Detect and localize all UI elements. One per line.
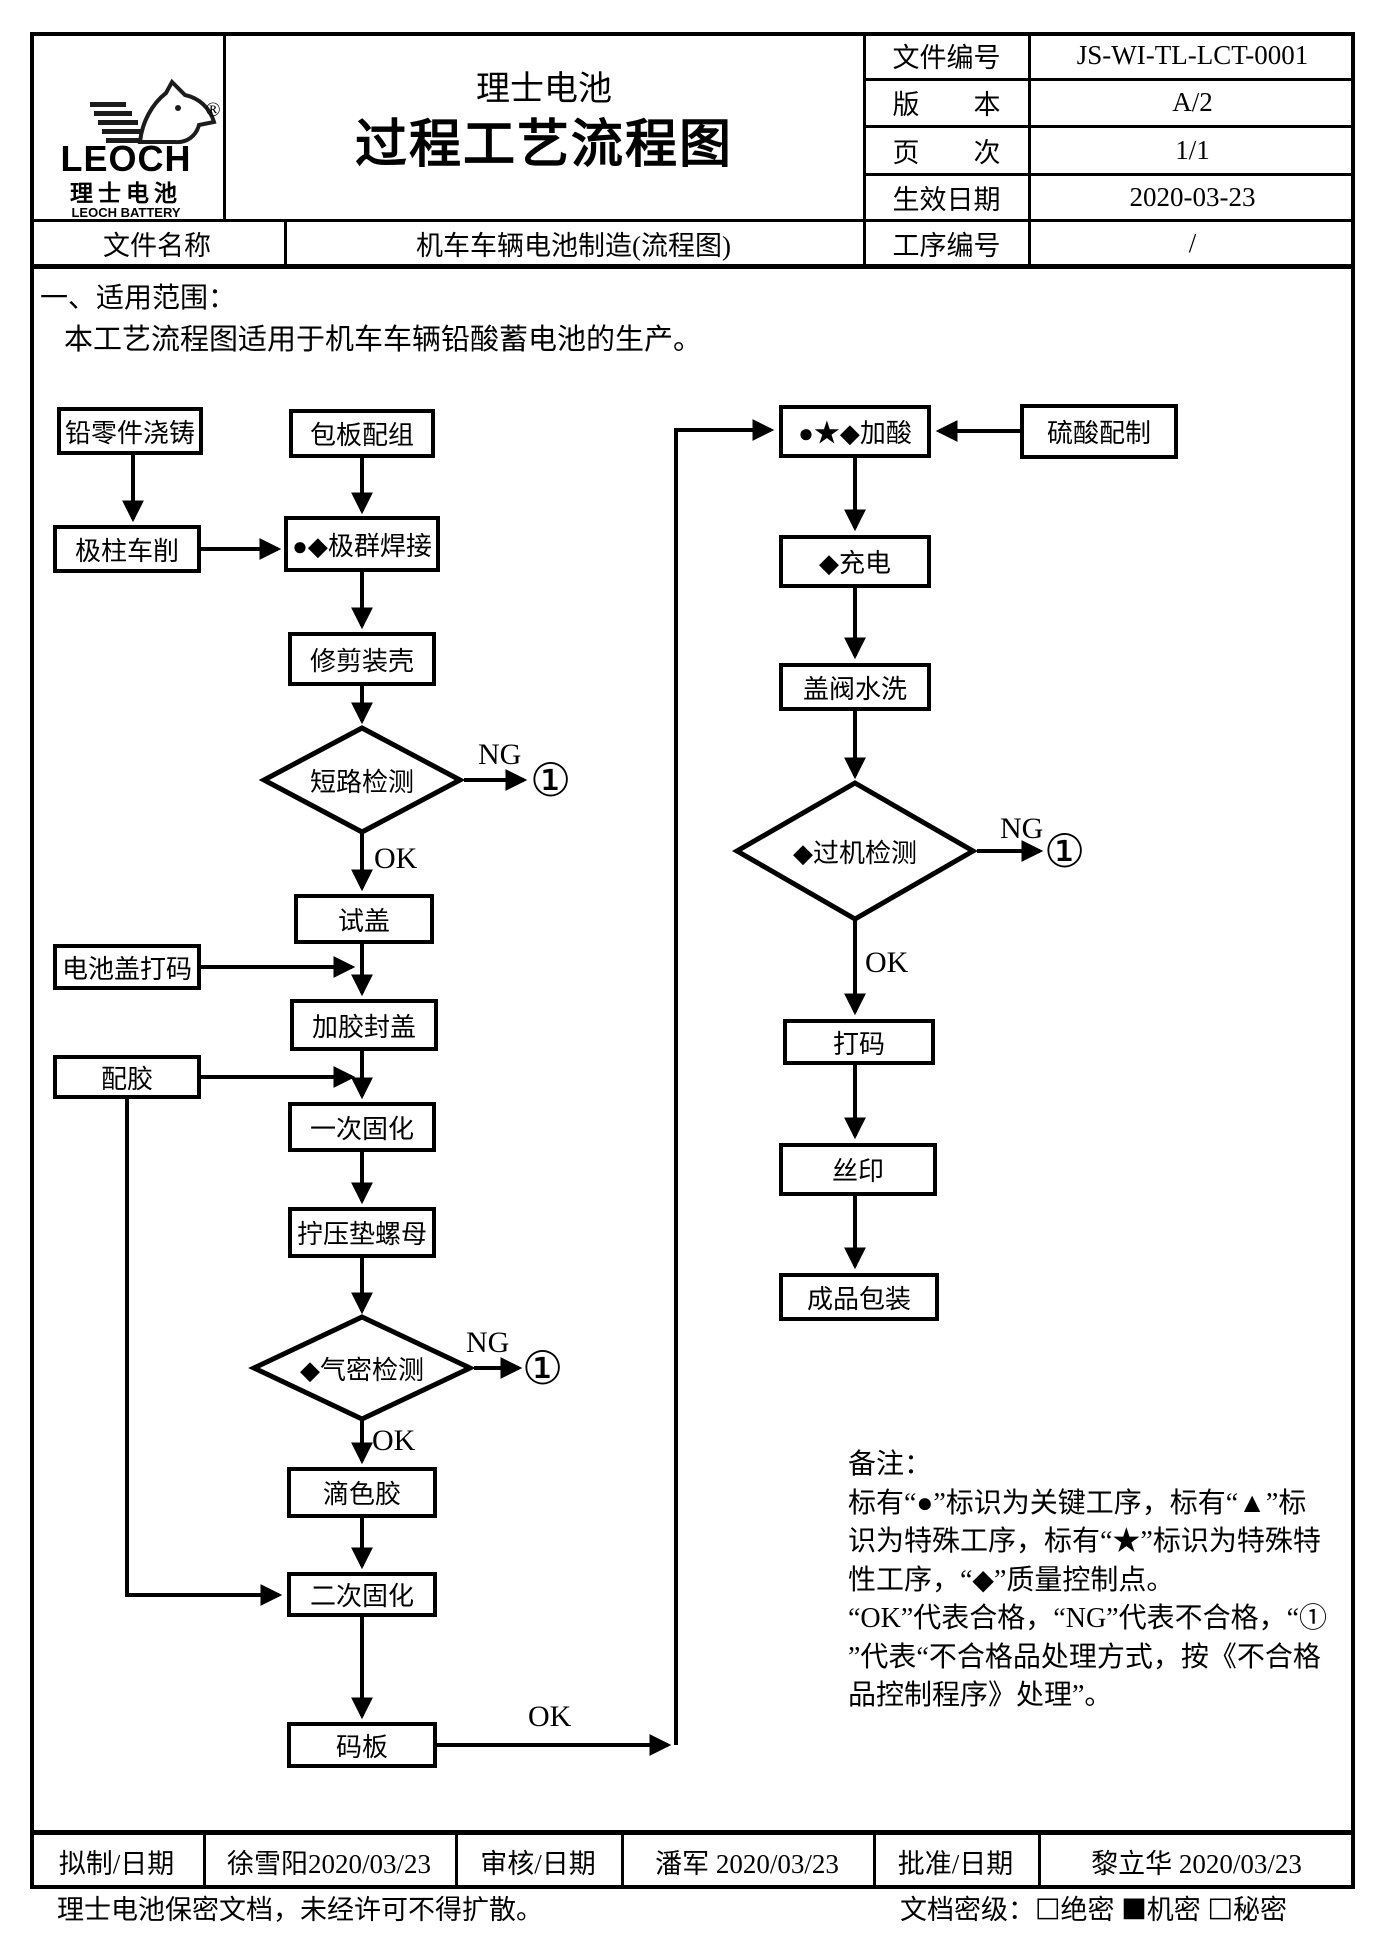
ok-label-machine-test: OK <box>865 946 909 979</box>
confidential-level: 文档密级： □绝密 ■机密 □秘密 <box>900 1891 1287 1925</box>
flow-node-color-glue: 滴色胶 <box>287 1467 437 1518</box>
reject-mark-short-circuit: ① <box>530 753 572 807</box>
ng-label-air-tight: NG <box>466 1326 510 1359</box>
flow-node-acid-filling: ●★◆加酸 <box>779 405 931 458</box>
flow-node-silk-print: 丝印 <box>779 1143 937 1196</box>
level-top-secret: 绝密 <box>1060 1894 1115 1925</box>
confidential-notice: 理士电池保密文档，未经许可不得扩散。 <box>57 1894 543 1925</box>
page-no-value: 1/1 <box>1175 134 1210 165</box>
reviewed-by-value: 潘军 2020/03/23 <box>655 1848 839 1879</box>
page-title: 过程工艺流程图 <box>354 116 733 174</box>
brand-cn-text: 理士电池 <box>70 181 182 206</box>
doc-number-label: 文件编号 <box>892 42 1001 73</box>
grid-line <box>223 32 226 221</box>
flow-node-plate-wrapping: 包板配组 <box>289 409 435 458</box>
grid-line <box>863 32 866 268</box>
ng-label-short-circuit: NG <box>478 738 522 771</box>
flow-node-glue-seal-cover: 加胶封盖 <box>290 999 438 1051</box>
flow-node-packing: 成品包装 <box>779 1273 939 1321</box>
flow-node-first-curing: 一次固化 <box>288 1102 436 1152</box>
notes-line: 性工序，“◆”质量控制点。 <box>848 1564 1175 1596</box>
process-no-label: 工序编号 <box>892 230 1001 261</box>
grid-line <box>865 78 1355 81</box>
effective-date-label: 生效日期 <box>892 184 1001 215</box>
flow-node-valve-washing: 盖阀水洗 <box>779 663 931 711</box>
notes-line: “OK”代表合格，“NG”代表不合格，“① <box>848 1603 1328 1634</box>
flow-node-coding: 打码 <box>783 1019 935 1065</box>
flow-node-machine-test: ◆过机检测 <box>793 838 917 868</box>
flow-node-palletizing: 码板 <box>287 1722 437 1768</box>
scope-body: 本工艺流程图适用于机车车辆铅酸蓄电池的生产。 <box>64 324 703 356</box>
ng-label-machine-test: NG <box>1000 812 1044 845</box>
grid-line <box>873 1835 876 1887</box>
flow-node-short-circuit-test: 短路检测 <box>309 767 414 797</box>
brand-en-text: LEOCH BATTERY <box>71 204 181 220</box>
version-label: 版 本 <box>892 90 1001 120</box>
brand-text: LEOCH <box>60 138 192 179</box>
doc-name-label: 文件名称 <box>103 230 211 261</box>
flow-node-group-welding: ●◆极群焊接 <box>284 516 440 572</box>
flow-node-second-curing: 二次固化 <box>287 1572 437 1617</box>
ok-label-palletizing: OK <box>528 1700 572 1733</box>
prepared-by-label: 拟制/日期 <box>58 1848 175 1879</box>
horse-head-icon <box>90 78 217 145</box>
grid-line <box>1028 32 1031 268</box>
ok-label-short-circuit: OK <box>374 842 418 875</box>
company-name: 理士电池 <box>476 70 612 108</box>
grid-line <box>865 173 1355 176</box>
flow-node-lead-parts-casting: 铅零件浇铸 <box>57 407 203 455</box>
approved-by-value: 黎立华 2020/03/23 <box>1091 1848 1302 1879</box>
flow-node-acid-prep: 硫酸配制 <box>1020 404 1178 459</box>
flow-node-trim-case: 修剪装壳 <box>288 632 436 686</box>
notes-line: ”代表“不合格品处理方式，按《不合格 <box>848 1641 1321 1673</box>
prepared-by-value: 徐雪阳2020/03/23 <box>226 1848 431 1879</box>
scope-heading: 一、适用范围： <box>40 283 237 314</box>
grid-line <box>1038 1835 1041 1887</box>
checkbox-unchecked-icon: □ <box>1035 1891 1061 1923</box>
grid-line <box>30 264 1355 269</box>
flow-node-nut-pressing: 拧压垫螺母 <box>288 1207 436 1258</box>
notes-block: 备注： 标有“●”标识为关键工序，标有“▲”标 识为特殊工序，标有“★”标识为特… <box>848 1446 1360 1716</box>
ok-label-air-tight: OK <box>372 1424 416 1457</box>
notes-line: 标有“●”标识为关键工序，标有“▲”标 <box>848 1487 1307 1519</box>
grid-line <box>284 221 287 268</box>
grid-line <box>621 1835 624 1887</box>
outer-border <box>30 32 1355 1889</box>
process-no-value: / <box>1188 227 1197 258</box>
reject-mark-machine-test: ① <box>1044 824 1086 878</box>
reviewed-by-label: 审核/日期 <box>480 1848 596 1879</box>
flow-node-glue-prep: 配胶 <box>53 1055 201 1099</box>
level-confidential: 机密 <box>1146 1894 1201 1925</box>
grid-line <box>30 1830 1355 1835</box>
notes-line: 识为特殊工序，标有“★”标识为特殊特 <box>848 1526 1321 1557</box>
approved-by-label: 批准/日期 <box>897 1848 1014 1879</box>
page-no-label: 页 次 <box>892 137 1001 168</box>
version-value: A/2 <box>1172 87 1213 117</box>
level-secret: 秘密 <box>1233 1894 1288 1925</box>
flow-node-air-tight-test: ◆气密检测 <box>300 1355 424 1385</box>
company-logo: ® LEOCH 理士电池 LEOCH BATTERY <box>30 32 223 221</box>
flow-node-charging: ◆充电 <box>779 535 931 588</box>
notes-line: 品控制程序》处理”。 <box>848 1680 1113 1711</box>
grid-line <box>455 1835 458 1887</box>
doc-name-value: 机车车辆电池制造(流程图) <box>416 230 731 261</box>
confidential-level-label: 文档密级： <box>900 1894 1035 1925</box>
checkbox-checked-icon: ■ <box>1121 1891 1147 1923</box>
grid-line <box>203 1835 206 1887</box>
flow-node-pole-turning: 极柱车削 <box>53 525 201 573</box>
checkbox-unchecked-icon: □ <box>1207 1891 1234 1923</box>
registered-mark: ® <box>205 98 221 121</box>
effective-date-value: 2020-03-23 <box>1129 181 1256 212</box>
doc-number-value: JS-WI-TL-LCT-0001 <box>1076 39 1309 70</box>
reject-mark-air-tight: ① <box>522 1341 564 1395</box>
flow-node-trial-cover: 试盖 <box>294 894 434 944</box>
flow-node-cover-coding: 电池盖打码 <box>53 944 201 990</box>
grid-line <box>865 125 1355 128</box>
grid-line <box>30 219 1355 222</box>
notes-heading: 备注： <box>848 1449 933 1480</box>
